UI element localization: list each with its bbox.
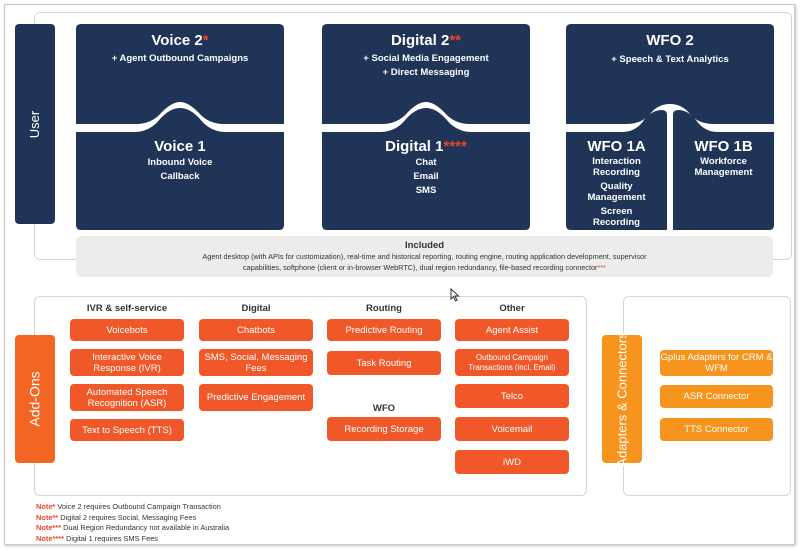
adapter-gplus: Gplus Adapters for CRM & WFM [660, 350, 773, 376]
addon-task-routing: Task Routing [327, 351, 441, 375]
addon-recording-storage: Recording Storage [327, 417, 441, 441]
adapter-tts-connector: TTS Connector [660, 418, 773, 441]
addon-ivr: Interactive Voice Response (IVR) [70, 349, 184, 376]
voice1-line-1: Inbound Voice [147, 157, 213, 168]
included-line-2: capabilities, softphone (client or in-br… [242, 263, 607, 272]
voice2-title: Voice 2* [151, 32, 209, 49]
wfo1a-title: WFO 1A [587, 138, 646, 155]
addon-predictive-engagement: Predictive Engagement [199, 384, 313, 411]
digital-column-shape [322, 24, 530, 230]
wfo-heading: WFO [372, 403, 396, 414]
digital-heading: Digital [241, 303, 271, 314]
user-tab-label: User [27, 110, 43, 138]
wfo-column-shape [566, 24, 774, 230]
included-line-1: Agent desktop (with APIs for customizati… [202, 252, 647, 261]
included-panel: Included Agent desktop (with APIs for cu… [76, 236, 773, 277]
mouse-cursor-icon [450, 288, 460, 302]
wfo1a-line-4: Management [587, 192, 646, 203]
wfo1a-line-5: Screen [600, 206, 633, 217]
notes-block: Note* Voice 2 requires Outbound Campaign… [36, 502, 229, 544]
wfo1a-line-1: Interaction [592, 156, 641, 167]
included-title: Included [404, 240, 445, 251]
other-heading: Other [499, 303, 525, 314]
addons-side-tab: Add-Ons [15, 335, 55, 463]
wfo1a-line-2: Recording [593, 167, 640, 178]
addon-voicebots: Voicebots [70, 319, 184, 341]
note-1: Note* Voice 2 requires Outbound Campaign… [36, 502, 221, 511]
voice-column-shape [76, 24, 284, 230]
adapters-side-tab: Adapters & Connectors [602, 331, 642, 467]
addon-outbound-campaign: Outbound Campaign Transactions (incl. Em… [455, 349, 569, 376]
ivr-heading: IVR & self-service [86, 303, 168, 314]
adapter-asr-connector: ASR Connector [660, 385, 773, 408]
addon-asr: Automated Speech Recognition (ASR) [70, 384, 184, 411]
note-4: Note**** Digital 1 requires SMS Fees [36, 533, 158, 543]
wfo1b-line-2: Management [694, 167, 753, 178]
wfo1a-line-6: Recording [593, 217, 640, 228]
addon-iwd: iWD [455, 450, 569, 474]
addon-telco: Telco [455, 384, 569, 408]
routing-heading: Routing [366, 303, 402, 314]
addon-sms-social-fees: SMS, Social, Messaging Fees [199, 349, 313, 376]
adapters-tab-label: Adapters & Connectors [614, 331, 630, 467]
user-side-tab: User [15, 24, 55, 224]
wfo1a-line-3: Quality [600, 181, 633, 192]
voice1-title: Voice 1 [154, 138, 206, 155]
addon-agent-assist: Agent Assist [455, 319, 569, 341]
voice1-line-2: Callback [160, 171, 200, 182]
digital1-line-3: SMS [415, 185, 437, 196]
digital1-line-1: Chat [415, 157, 437, 168]
addons-tab-label: Add-Ons [27, 371, 43, 427]
voice2-line: + Agent Outbound Campaigns [111, 53, 249, 64]
digital2-title: Digital 2** [390, 32, 462, 49]
digital2-line-2: + Direct Messaging [382, 67, 470, 78]
wfo2-title: WFO 2 [646, 32, 694, 49]
wfo2-line: + Speech & Text Analytics [611, 54, 729, 65]
digital2-line-1: + Social Media Engagement [363, 53, 489, 64]
note-3: Note*** Dual Region Redundancy not avail… [36, 523, 230, 532]
addon-tts: Text to Speech (TTS) [70, 419, 184, 441]
addon-voicemail: Voicemail [455, 417, 569, 441]
digital1-title: Digital 1**** [385, 138, 467, 155]
addon-predictive-routing: Predictive Routing [327, 319, 441, 341]
addon-chatbots: Chatbots [199, 319, 313, 341]
wfo1b-title: WFO 1B [694, 138, 753, 155]
digital1-line-2: Email [413, 171, 439, 182]
note-2: Note** Digital 2 requires Social, Messag… [36, 512, 197, 522]
wfo1b-line-1: Workforce [700, 156, 747, 167]
